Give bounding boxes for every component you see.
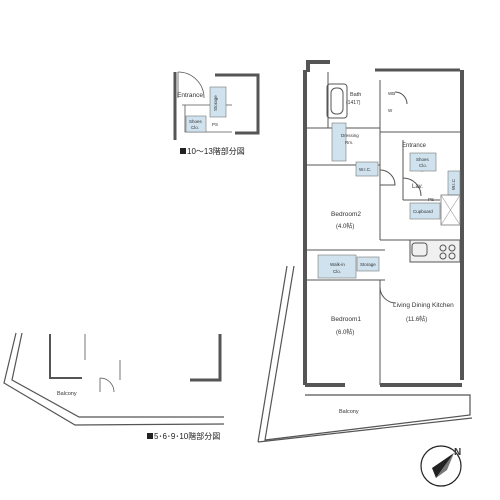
inset-ps-label: PS <box>212 122 218 127</box>
inset-shoes-2: Clo. <box>191 125 199 130</box>
caption-floors-5-6-9-10: 5･6･9･10階部分図 <box>147 431 220 442</box>
caption-text: 10～13階部分図 <box>187 147 245 156</box>
shoes-label-1: Shoes <box>416 157 430 162</box>
caption-text: 5･6･9･10階部分図 <box>154 432 221 441</box>
ps-label: PS <box>428 197 434 202</box>
storage-label: Storage <box>360 262 376 267</box>
inset-shoes-1: Shoes <box>189 119 203 124</box>
wic-small-box <box>355 161 379 177</box>
storage-box <box>356 256 380 272</box>
caption-floors-10-13: 10～13階部分図 <box>180 146 245 157</box>
inset-shoes-box <box>185 115 207 133</box>
dressing-sub: Rm. <box>345 140 353 145</box>
bedroom1-label: Bedroom1 <box>331 316 361 323</box>
shoes-label-2: Clo. <box>419 163 427 168</box>
caption-bullet-icon <box>147 433 153 439</box>
entrance-label: Entrance <box>402 143 427 149</box>
shoes-closet-box <box>409 152 437 172</box>
balcony-label: Balcony <box>339 409 359 415</box>
main-balcony <box>257 265 473 443</box>
bath-label: Bath <box>350 92 361 98</box>
inset-entrance-label: Entrance <box>177 92 203 99</box>
caption-bullet-icon <box>180 148 186 154</box>
dressing-closet <box>331 122 347 162</box>
bedroom1-size: (6.0帖) <box>336 328 354 336</box>
wm-label: W <box>388 108 393 113</box>
walkin-label-1: Walk-in <box>330 262 345 267</box>
lav-label: Lav. <box>412 184 423 190</box>
walkin-label-2: Clo. <box>333 269 341 274</box>
inset-storage-label: Storage <box>213 95 218 111</box>
wb-label: WB <box>388 91 395 96</box>
compass-icon <box>420 445 462 487</box>
bath-size: (1417) <box>346 100 361 106</box>
wic-tall-label: W.I.C <box>451 178 456 190</box>
inset-balcony-label: Balcony <box>57 391 77 397</box>
main-plan <box>303 60 464 387</box>
cupboard-label: Cupboard <box>413 209 433 214</box>
walkin-closet-box <box>317 254 357 279</box>
dressing-label: Dressing <box>341 133 359 138</box>
wic-small-label: W.I.C. <box>359 167 371 172</box>
ldk-size: (11.6帖) <box>406 315 427 323</box>
inset-5-6-9-10 <box>3 332 225 426</box>
ldk-label: Living Dining Kitchen <box>393 302 454 309</box>
bedroom2-label: Bedroom2 <box>331 211 361 218</box>
inset-storage-box <box>209 86 227 118</box>
compass-north-label: N <box>454 447 461 458</box>
bedroom2-size: (4.0帖) <box>336 222 354 230</box>
cupboard-box <box>409 202 441 220</box>
